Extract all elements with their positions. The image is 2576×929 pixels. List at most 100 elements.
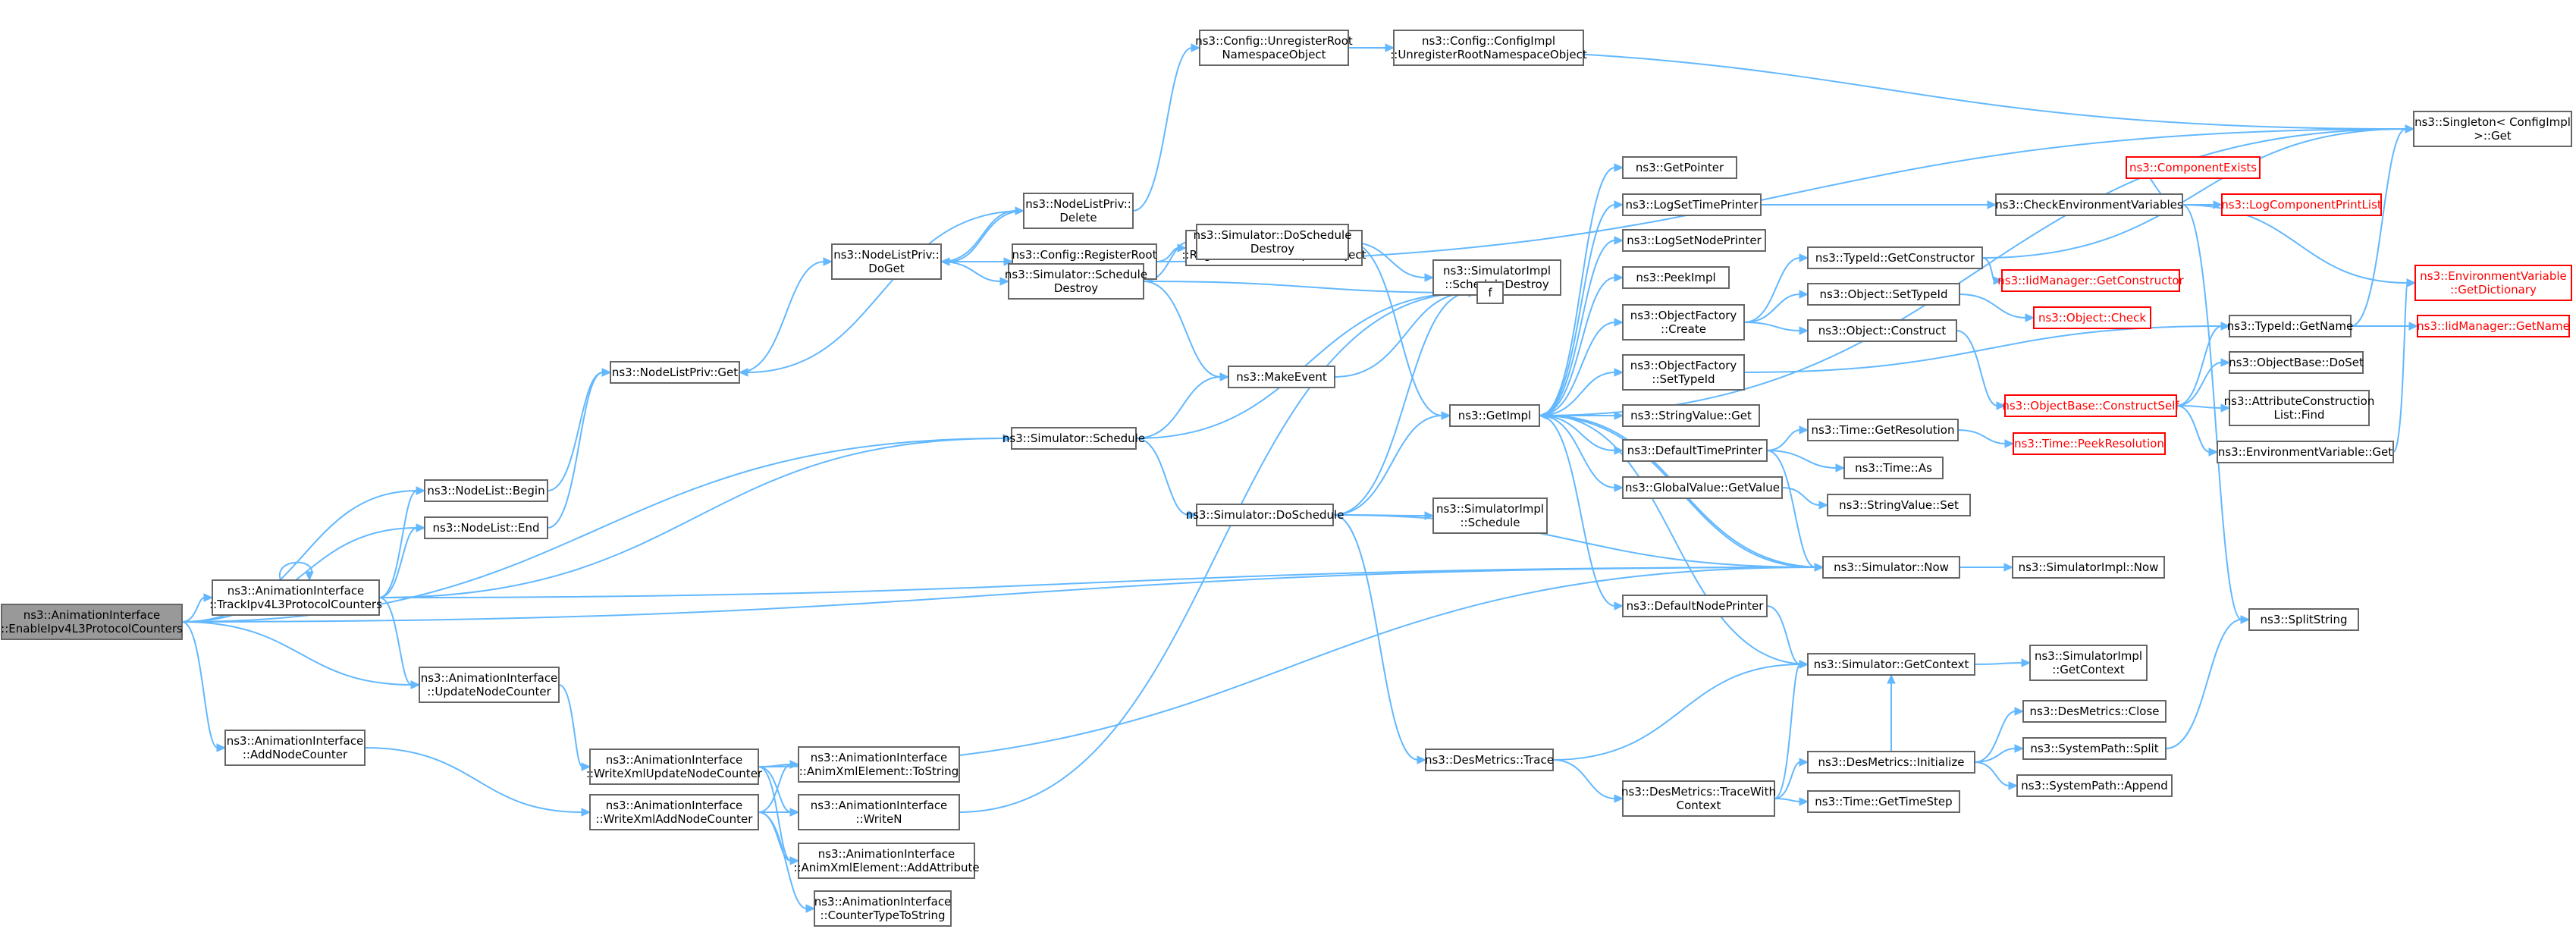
- node-path-split[interactable]: ns3::SystemPath::Split: [2022, 737, 2167, 760]
- node-log-set-time-printer[interactable]: ns3::LogSetTimePrinter: [1622, 193, 1762, 216]
- node-time-get-time-step[interactable]: ns3::Time::GetTimeStep: [1807, 790, 1960, 813]
- node-box: [2001, 269, 2180, 292]
- node-node-list-priv-do-get[interactable]: ns3::NodeListPriv::DoGet: [831, 243, 942, 280]
- node-obj-factory-create[interactable]: ns3::ObjectFactory::Create: [1622, 304, 1745, 341]
- node-global-value-get-value[interactable]: ns3::GlobalValue::GetValue: [1622, 476, 1783, 499]
- node-label: Context: [1677, 799, 1721, 812]
- node-label: ns3::SimulatorImpl::Now: [2019, 560, 2159, 574]
- node-label: ns3::Object::Check: [2038, 311, 2146, 325]
- node-default-node-printer[interactable]: ns3::DefaultNodePrinter: [1622, 595, 1768, 617]
- node-node-list-priv-get[interactable]: ns3::NodeListPriv::Get: [610, 361, 740, 384]
- node-make-event[interactable]: ns3::MakeEvent: [1228, 366, 1335, 388]
- edge-do-schedule-to-f: [1332, 288, 1479, 516]
- node-object-base-construct-self[interactable]: ns3::ObjectBase::ConstructSelf: [2002, 394, 2179, 417]
- node-obj-factory-set-type-id[interactable]: ns3::ObjectFactory::SetTypeId: [1622, 354, 1745, 391]
- node-config-impl-unregister[interactable]: ns3::Config::ConfigImpl::UnregisterRootN…: [1390, 30, 1587, 66]
- node-iid-get-name[interactable]: ns3::IidManager::GetName: [2417, 315, 2570, 337]
- node-object-set-type-id[interactable]: ns3::Object::SetTypeId: [1807, 283, 1960, 306]
- edge-default-node-printer-to-sim-get-context: [1766, 605, 1809, 669]
- node-get-impl[interactable]: ns3::GetImpl: [1449, 404, 1540, 427]
- node-time-as[interactable]: ns3::Time::As: [1843, 457, 1944, 479]
- node-add-node-counter[interactable]: ns3::AnimationInterface::AddNodeCounter: [224, 730, 366, 766]
- node-to-string[interactable]: ns3::AnimationInterface::AnimXmlElement:…: [798, 746, 960, 783]
- node-f[interactable]: f: [1476, 281, 1504, 304]
- node-box: [1807, 653, 1975, 676]
- node-label: ns3::DefaultTimePrinter: [1627, 444, 1763, 457]
- node-box: [2414, 265, 2572, 301]
- node-log-set-node-printer[interactable]: ns3::LogSetNodePrinter: [1622, 229, 1766, 252]
- edge-env-get-to-env-get-dictionary: [2392, 278, 2417, 453]
- node-box: [2229, 390, 2370, 426]
- node-label: ::GetContext: [2052, 663, 2125, 676]
- node-root[interactable]: ns3::AnimationInterface::EnableIpv4L3Pro…: [1, 604, 183, 640]
- node-box: [1995, 193, 2183, 216]
- node-string-value-set[interactable]: ns3::StringValue::Set: [1827, 494, 1971, 516]
- node-iid-get-constructor[interactable]: ns3::IidManager::GetConstructor: [1997, 269, 2185, 292]
- node-path-append[interactable]: ns3::SystemPath::Append: [2016, 774, 2173, 797]
- edge-write-n-to-f: [959, 288, 1479, 813]
- node-label: ns3::AnimationInterface: [606, 799, 743, 812]
- node-object-base-do-set[interactable]: ns3::ObjectBase::DoSet: [2229, 351, 2364, 374]
- node-track[interactable]: ns3::AnimationInterface::TrackIpv4L3Prot…: [209, 579, 382, 616]
- node-object-construct[interactable]: ns3::Object::Construct: [1807, 319, 1957, 342]
- node-object-check[interactable]: ns3::Object::Check: [2033, 306, 2151, 329]
- node-label: ns3::Singleton< ConfigImpl: [2414, 115, 2571, 129]
- node-env-get-dictionary[interactable]: ns3::EnvironmentVariable::GetDictionary: [2414, 265, 2572, 301]
- node-impl-now[interactable]: ns3::SimulatorImpl::Now: [2012, 556, 2165, 579]
- node-node-list-end[interactable]: ns3::NodeList::End: [424, 516, 548, 539]
- node-peek-impl[interactable]: ns3::PeekImpl: [1622, 266, 1730, 289]
- node-write-n[interactable]: ns3::AnimationInterface::WriteN: [798, 794, 960, 830]
- node-node-list-begin[interactable]: ns3::NodeList::Begin: [424, 479, 548, 502]
- edge-get-impl-to-peek-impl: [1539, 273, 1624, 416]
- node-singleton-get[interactable]: ns3::Singleton< ConfigImpl >::Get: [2413, 111, 2572, 147]
- node-sim-get-context[interactable]: ns3::Simulator::GetContext: [1807, 653, 1975, 676]
- node-label: ns3::SimulatorImpl: [2035, 649, 2142, 663]
- node-node-list-priv-delete[interactable]: ns3::NodeListPriv::Delete: [1023, 193, 1134, 229]
- node-env-get[interactable]: ns3::EnvironmentVariable::Get: [2217, 441, 2394, 463]
- edge-node-list-begin-to-node-list-priv-get: [547, 368, 612, 491]
- node-des-trace[interactable]: ns3::DesMetrics::Trace: [1425, 749, 1554, 771]
- node-default-time-printer[interactable]: ns3::DefaultTimePrinter: [1622, 439, 1768, 462]
- node-check-env[interactable]: ns3::CheckEnvironmentVariables: [1995, 193, 2183, 216]
- node-get-pointer[interactable]: ns3::GetPointer: [1622, 156, 1737, 179]
- node-log-component-print-list[interactable]: ns3::LogComponentPrintList: [2221, 193, 2382, 216]
- node-do-schedule[interactable]: ns3::Simulator::DoSchedule: [1186, 504, 1344, 526]
- node-sim-now[interactable]: ns3::Simulator::Now: [1822, 556, 1960, 579]
- node-label: ns3::ObjectFactory: [1630, 309, 1737, 322]
- node-impl-get-context[interactable]: ns3::SimulatorImpl::GetContext: [2029, 645, 2148, 681]
- node-update-node-counter[interactable]: ns3::AnimationInterface::UpdateNodeCount…: [419, 667, 560, 703]
- node-impl-schedule[interactable]: ns3::SimulatorImpl::Schedule: [1432, 497, 1548, 534]
- node-label: ns3::Time::As: [1855, 461, 1932, 475]
- node-component-exists[interactable]: ns3::ComponentExists: [2126, 156, 2261, 179]
- node-string-value-get[interactable]: ns3::StringValue::Get: [1622, 404, 1760, 427]
- node-des-close[interactable]: ns3::DesMetrics::Close: [2022, 700, 2167, 723]
- edge-node-list-priv-delete-to-node-list-priv-get: [738, 210, 1024, 377]
- node-label: ns3::AnimationInterface: [606, 753, 743, 767]
- node-label: DoGet: [868, 262, 905, 275]
- node-split-string[interactable]: ns3::SplitString: [2248, 608, 2359, 631]
- node-write-xml-update[interactable]: ns3::AnimationInterface::WriteXmlUpdateN…: [586, 749, 763, 785]
- node-label: ns3::NodeListPriv::: [1025, 197, 1131, 211]
- node-label: Destroy: [1054, 281, 1098, 295]
- node-box: [1449, 404, 1540, 427]
- node-unregister-root[interactable]: ns3::Config::UnregisterRootNamespaceObje…: [1195, 30, 1353, 66]
- node-write-xml-add[interactable]: ns3::AnimationInterface::WriteXmlAddNode…: [589, 794, 759, 830]
- edge-obj-factory-create-to-object-set-type-id: [1743, 290, 1809, 323]
- node-counter-type[interactable]: ns3::AnimationInterface::CounterTypeToSt…: [814, 890, 952, 927]
- node-des-initialize[interactable]: ns3::DesMetrics::Initialize: [1807, 751, 1975, 774]
- node-type-id-get-name[interactable]: ns3::TypeId::GetName: [2227, 315, 2353, 337]
- node-time-get-resolution[interactable]: ns3::Time::GetResolution: [1807, 419, 1959, 441]
- node-add-attribute[interactable]: ns3::AnimationInterface::AnimXmlElement:…: [793, 843, 980, 879]
- node-time-peek-resolution[interactable]: ns3::Time::PeekResolution: [2013, 432, 2166, 455]
- node-type-id-get-constructor[interactable]: ns3::TypeId::GetConstructor: [1807, 246, 1983, 269]
- node-label: ns3::Config::UnregisterRoot: [1195, 34, 1353, 48]
- node-box: [1393, 30, 1584, 66]
- edge-des-trace-to-des-trace-with-context: [1552, 759, 1624, 803]
- node-label: ::SetTypeId: [1652, 372, 1715, 386]
- node-label: ::UnregisterRootNamespaceObject: [1390, 48, 1587, 61]
- node-schedule[interactable]: ns3::Simulator::Schedule: [1002, 427, 1145, 450]
